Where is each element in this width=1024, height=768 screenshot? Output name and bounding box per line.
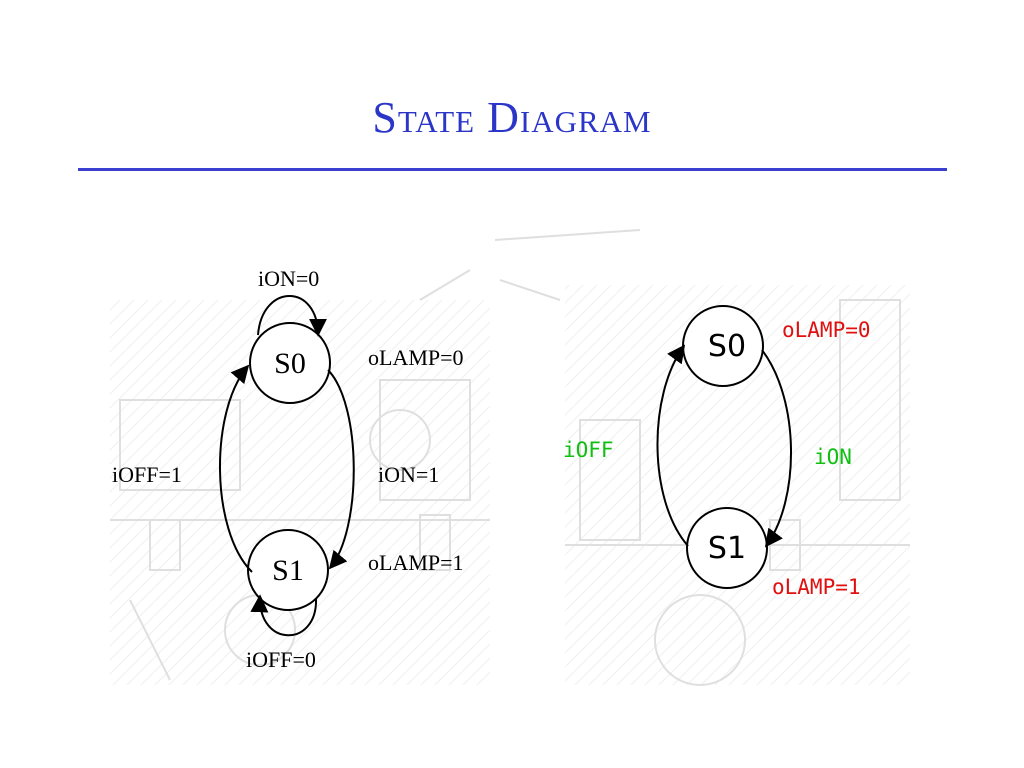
left-state-s1 [247,529,329,611]
left-label-s0-self-loop: iON=0 [258,266,319,291]
right-state-diagram [656,305,792,589]
left-edge-s0-to-s1 [327,369,355,570]
left-label-s1-self-loop: iOFF=0 [246,647,316,672]
left-state-s0 [249,322,331,404]
right-edge-s1-to-s0 [656,344,689,547]
right-state-s1 [686,507,768,589]
left-label-s0-to-s1: iON=1 [378,462,439,487]
left-state-diagram [219,295,355,637]
left-state-s0-label: S0 [274,347,306,380]
right-label-s0-to-s1: iON [814,445,852,469]
right-edge-s0-to-s1 [761,349,792,548]
slide-title: State Diagram [372,93,652,142]
title-divider [78,168,947,171]
right-label-s1-to-s0: iOFF [563,438,614,462]
right-state-s1-label: S1 [708,531,746,566]
left-state-s1-label: S1 [272,554,304,587]
right-label-s1-output: oLAMP=1 [772,575,861,599]
left-label-s1-to-s0: iOFF=1 [112,462,182,487]
right-label-s0-output: oLAMP=0 [782,318,871,342]
left-label-s1-output: oLAMP=1 [368,550,464,575]
left-edge-s1-to-s0 [219,364,253,573]
left-self-loop-s1 [250,594,318,637]
left-self-loop-s0 [257,295,327,337]
left-label-s0-output: oLAMP=0 [368,345,464,370]
right-state-s0-label: S0 [708,329,746,364]
